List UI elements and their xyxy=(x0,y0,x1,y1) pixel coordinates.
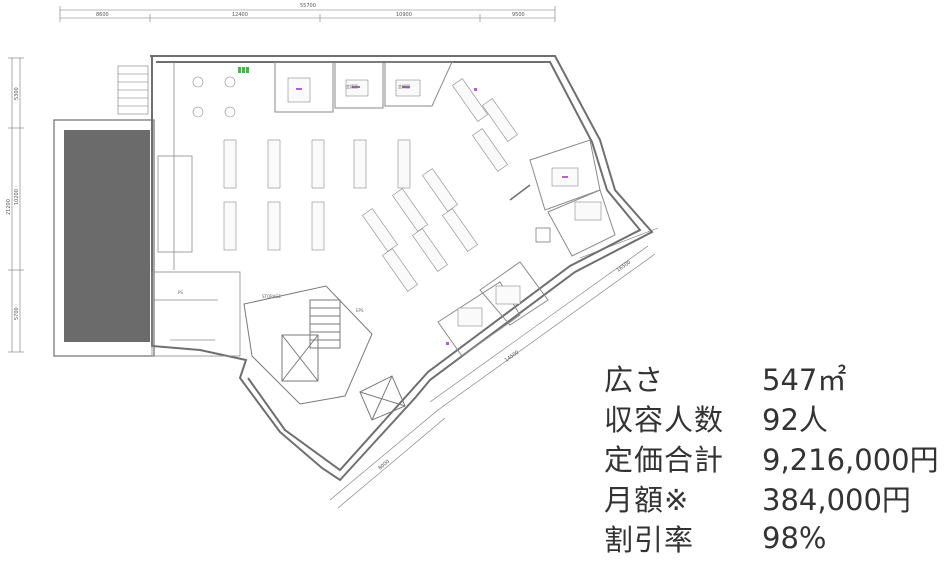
dim-top-seg-4: 9500 xyxy=(512,12,525,18)
dim-top-seg-2: 12400 xyxy=(232,12,248,18)
desk xyxy=(452,78,488,122)
left-terrace-frame xyxy=(53,119,155,357)
desk xyxy=(353,139,367,189)
desk-cluster xyxy=(412,228,448,272)
partition-line xyxy=(509,184,531,201)
spec-label: 収容人数 xyxy=(604,403,725,437)
desk-cluster xyxy=(422,168,458,212)
pillar xyxy=(535,227,551,243)
desk-cluster xyxy=(382,248,418,292)
spec-value: 547㎡ xyxy=(762,363,847,397)
desk xyxy=(397,139,411,189)
desk xyxy=(267,201,281,251)
lounge-tables xyxy=(192,76,236,118)
desk-cluster xyxy=(472,128,508,172)
desk xyxy=(442,208,478,252)
dark-void-block xyxy=(64,130,150,342)
desk-grid xyxy=(223,139,411,251)
dim-left-seg-1: 5300 xyxy=(14,87,20,100)
desk-cluster xyxy=(452,78,488,122)
room-label-eps: EPS xyxy=(356,308,364,313)
top-rooms xyxy=(274,61,453,113)
angled-desk-clusters xyxy=(362,78,518,292)
left-dimension-line xyxy=(8,57,24,353)
core-area xyxy=(243,285,406,421)
dim-left-total: 21200 xyxy=(6,199,12,215)
room-label-meeting-2: 会議室 xyxy=(398,83,410,89)
desk xyxy=(311,201,325,251)
desk xyxy=(412,228,448,272)
spec-row-area: 広さ 547㎡ xyxy=(604,358,944,398)
spec-value: 384,000円 xyxy=(762,483,911,517)
spec-label: 割引率 xyxy=(604,523,695,557)
exterior-staircase xyxy=(117,65,149,115)
dim-top-seg-1: 8600 xyxy=(96,12,109,18)
desk-cluster xyxy=(482,98,518,142)
right-room-tables xyxy=(457,167,602,327)
top-dimension-line xyxy=(59,6,556,22)
desk xyxy=(392,188,428,232)
spec-value: 9,216,000円 xyxy=(762,443,939,477)
desk xyxy=(267,139,281,189)
spec-row-discount: 割引率 98% xyxy=(604,518,944,558)
spec-row-monthly: 月額※ 384,000円 xyxy=(604,478,944,518)
desk xyxy=(223,201,237,251)
spec-row-capacity: 収容人数 92人 xyxy=(604,398,944,438)
desk xyxy=(472,128,508,172)
desk-cluster xyxy=(392,188,428,232)
spec-value: 92人 xyxy=(762,403,828,437)
dim-top-seg-3: 10900 xyxy=(396,12,412,18)
diagonal-dimension-lines xyxy=(329,227,659,509)
top-room-tables xyxy=(287,77,421,103)
desk xyxy=(362,208,398,252)
outer-walls xyxy=(150,55,654,482)
desk xyxy=(223,139,237,189)
dim-top-total: 55700 xyxy=(300,3,316,9)
desk-cluster xyxy=(362,208,398,252)
green-planters xyxy=(238,67,249,73)
desk xyxy=(482,98,518,142)
dim-left-seg-2: 10200 xyxy=(14,189,20,205)
spec-value: 98% xyxy=(762,521,827,555)
desk xyxy=(382,248,418,292)
service-column xyxy=(151,62,241,357)
dim-bottom-diag-1: 14500 xyxy=(504,350,520,364)
dim-left-seg-3: 5700 xyxy=(14,307,20,320)
desk xyxy=(311,139,325,189)
room-label-storage: STORAGE xyxy=(262,294,282,299)
desk xyxy=(422,168,458,212)
spec-label: 定価合計 xyxy=(604,443,725,477)
spec-table: 広さ 547㎡ 収容人数 92人 定価合計 9,216,000円 月額※ 384… xyxy=(604,358,944,558)
spec-label: 広さ xyxy=(604,363,665,397)
spec-row-list-price: 定価合計 9,216,000円 xyxy=(604,438,944,478)
dim-right-diag: 16500 xyxy=(616,260,632,274)
right-room-accents xyxy=(446,88,568,345)
spec-label: 月額※ xyxy=(604,483,690,517)
right-rooms xyxy=(437,139,616,357)
desk-cluster xyxy=(442,208,478,252)
room-label-meeting-1: 会議室 xyxy=(346,83,358,89)
top-room-accents xyxy=(296,86,410,90)
room-label-ps: PS xyxy=(178,290,183,295)
